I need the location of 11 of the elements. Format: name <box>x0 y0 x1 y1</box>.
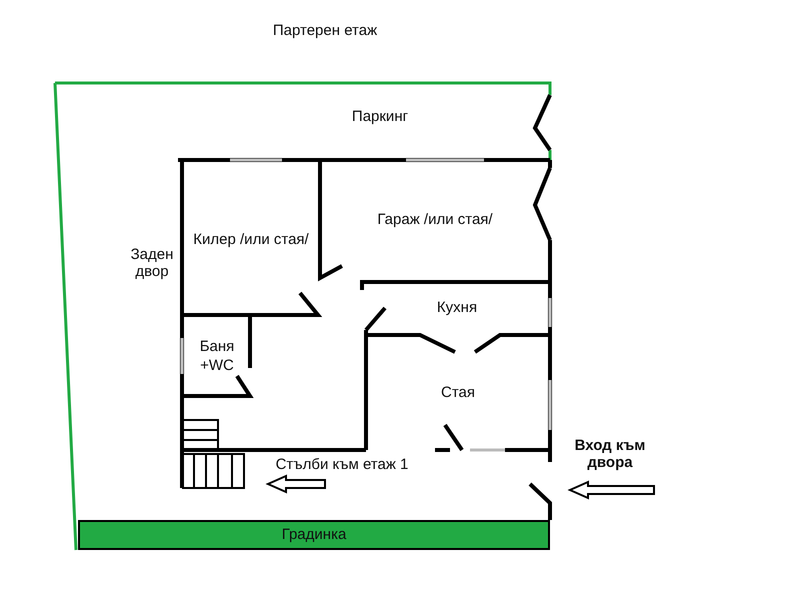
room-label: Стая <box>370 340 546 445</box>
area-label: Заден двор <box>130 246 174 280</box>
room-label: Кухня <box>368 288 546 328</box>
plan-title: Партерен етаж <box>272 22 378 39</box>
room-label: Баня +WC <box>186 322 248 390</box>
note-label: Стълби към етаж 1 <box>274 456 410 473</box>
entrance-label: Вход към двора <box>574 437 646 471</box>
area-label: Паркинг <box>350 108 410 125</box>
room-label: Гараж /или стая/ <box>325 170 545 270</box>
room-label: Килер /или стая/ <box>186 170 316 310</box>
garden-strip: Градинка <box>78 520 550 550</box>
